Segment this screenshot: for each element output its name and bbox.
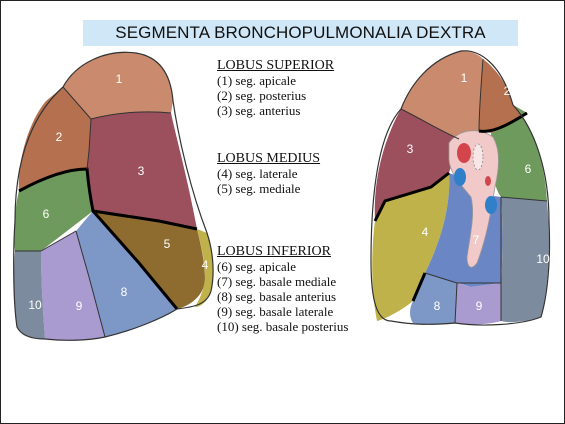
legend-item: (3) seg. anterius bbox=[217, 103, 334, 118]
legend-lobus-medius: LOBUS MEDIUS (4) seg. laterale (5) seg. … bbox=[217, 151, 320, 196]
legend-item: (10) seg. basale posterius bbox=[217, 319, 348, 334]
label-1-right: 1 bbox=[461, 71, 468, 85]
segment-10-left bbox=[14, 251, 45, 339]
legend-item: (6) seg. apicale bbox=[217, 259, 348, 274]
label-2-right: 2 bbox=[504, 84, 511, 98]
label-5-left: 5 bbox=[164, 237, 171, 251]
legend-item: (2) seg. posterius bbox=[217, 88, 334, 103]
lung-lateral-view bbox=[14, 52, 213, 340]
label-9-left: 9 bbox=[76, 299, 83, 313]
label-4-left: 4 bbox=[202, 258, 209, 272]
label-1-left: 1 bbox=[116, 72, 123, 86]
legend-item: (1) seg. apicale bbox=[217, 73, 334, 88]
label-8-right: 8 bbox=[434, 299, 441, 313]
legend-lobus-superior: LOBUS SUPERIOR (1) seg. apicale (2) seg.… bbox=[217, 58, 334, 118]
label-8-left: 8 bbox=[121, 285, 128, 299]
bronchus bbox=[473, 144, 483, 170]
legend-item: (5) seg. mediale bbox=[217, 181, 320, 196]
pulmonary-artery bbox=[457, 143, 471, 163]
label-7-right: 7 bbox=[473, 233, 480, 247]
label-6-right: 6 bbox=[525, 162, 532, 176]
legend-lobus-inferior: LOBUS INFERIOR (6) seg. apicale (7) seg.… bbox=[217, 244, 348, 334]
lobe-heading: LOBUS INFERIOR bbox=[217, 244, 348, 259]
lung-medial-view bbox=[371, 51, 550, 325]
label-6-left: 6 bbox=[43, 207, 50, 221]
lobe-heading: LOBUS SUPERIOR bbox=[217, 58, 334, 73]
label-2-left: 2 bbox=[56, 130, 63, 144]
label-10-right: 10 bbox=[536, 252, 550, 266]
pulmonary-vein-upper bbox=[454, 168, 466, 186]
label-10-left: 10 bbox=[28, 298, 42, 312]
pulmonary-vein-lower bbox=[485, 196, 497, 214]
legend-item: (8) seg. basale anterius bbox=[217, 289, 348, 304]
label-3-right: 3 bbox=[407, 142, 414, 156]
legend-item: (7) seg. basale mediale bbox=[217, 274, 348, 289]
label-9-right: 9 bbox=[476, 299, 483, 313]
label-3-left: 3 bbox=[138, 164, 145, 178]
legend-item: (9) seg. basale laterale bbox=[217, 304, 348, 319]
legend-item: (4) seg. laterale bbox=[217, 166, 320, 181]
lobe-heading: LOBUS MEDIUS bbox=[217, 151, 320, 166]
label-4-right: 4 bbox=[422, 225, 429, 239]
hilum-vessel-small bbox=[485, 176, 491, 186]
